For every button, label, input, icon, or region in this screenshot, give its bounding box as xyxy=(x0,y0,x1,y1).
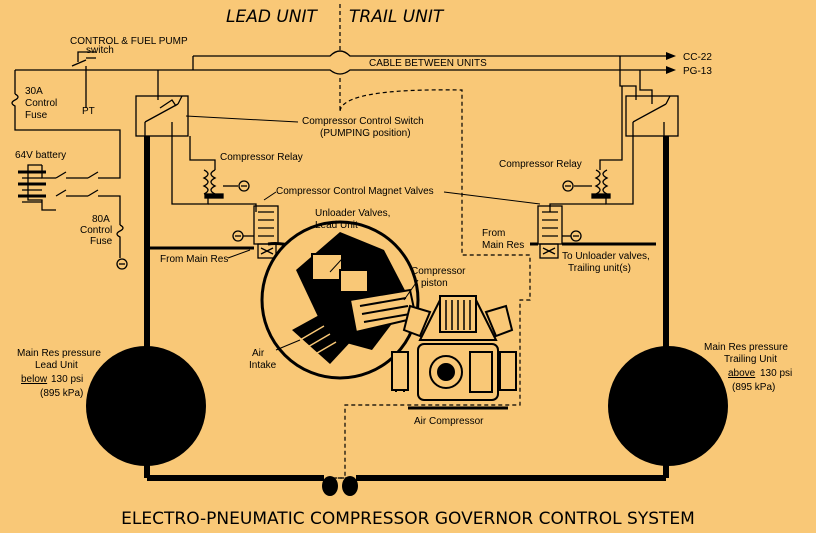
trail-magnet-valve xyxy=(537,203,606,259)
to-unloader-label-2: Trailing unit(s) xyxy=(568,263,631,274)
air-intake-label-2: Intake xyxy=(249,360,277,371)
control-fuel-pump-sublabel: switch xyxy=(86,45,114,56)
trail-unit-heading: TRAIL UNIT xyxy=(349,7,445,27)
piston-label-1: Compressor xyxy=(411,266,466,277)
battery-icon xyxy=(18,140,121,225)
main-res-trail-label-3: above xyxy=(728,368,756,379)
diagram-title: ELECTRO-PNEUMATIC COMPRESSOR GOVERNOR CO… xyxy=(121,509,695,529)
magnet-valves-label: Compressor Control Magnet Valves xyxy=(276,186,434,197)
trail-main-reservoir xyxy=(608,346,728,466)
from-main-res-trail-label-1: From xyxy=(482,228,505,239)
main-res-lead-label-1: Main Res pressure xyxy=(17,348,101,359)
relay-trail-ground xyxy=(562,180,574,192)
fuse30-label-3: Fuse xyxy=(25,110,48,121)
main-res-lead-label-4: 130 psi xyxy=(51,374,83,385)
main-res-lead-label-5: (895 kPa) xyxy=(40,388,83,399)
main-res-lead-label-2: Lead Unit xyxy=(35,360,78,371)
to-unloader-label-1: To Unloader valves, xyxy=(562,251,650,262)
train-lines xyxy=(15,50,676,75)
fuse-80a xyxy=(116,224,124,258)
unloader-label-2: Lead Unit xyxy=(315,220,358,231)
cable-label: CABLE BETWEEN UNITS xyxy=(369,58,487,69)
air-intake-label-1: Air xyxy=(252,348,265,359)
main-res-lead-label-3: below xyxy=(21,374,48,385)
pt-label: PT xyxy=(82,106,95,117)
ccs-label: Compressor Control Switch xyxy=(302,116,424,127)
pg13-label: PG-13 xyxy=(683,66,712,77)
ground-80a xyxy=(116,258,128,270)
relay-lead-ground xyxy=(238,180,250,192)
air-compressor-label: Air Compressor xyxy=(414,416,484,427)
lead-main-reservoir xyxy=(86,346,206,466)
main-res-trail-label-1: Main Res pressure xyxy=(704,342,788,353)
lead-compressor-control-switch xyxy=(135,70,189,137)
fuse80-label-1: 80A xyxy=(92,214,110,225)
fuse80-label-2: Control xyxy=(80,225,112,236)
relay-lead-label: Compressor Relay xyxy=(220,152,303,163)
main-res-trail-label-4: 130 psi xyxy=(760,368,792,379)
ccs-sublabel: (PUMPING position) xyxy=(320,128,411,139)
bottom-main-res-pipe xyxy=(147,475,666,496)
from-main-res-trail-label-2: Main Res xyxy=(482,240,524,251)
trail-compressor-control-switch xyxy=(619,56,679,137)
fuse30-label-2: Control xyxy=(25,98,57,109)
cc22-label: CC-22 xyxy=(683,52,712,63)
lead-unit-heading: LEAD UNIT xyxy=(226,7,319,27)
control-fuel-pump-label: CONTROL & FUEL PUMP xyxy=(70,36,188,47)
control-fuel-pump-switch xyxy=(14,51,96,108)
fuse80-label-3: Fuse xyxy=(90,236,113,247)
main-res-trail-label-5: (895 kPa) xyxy=(732,382,775,393)
trail-compressor-relay xyxy=(574,86,634,205)
from-main-res-lead-label: From Main Res xyxy=(160,254,228,265)
fuse30-label-1: 30A xyxy=(25,86,43,97)
unit-boundary-dashed xyxy=(330,4,531,479)
main-res-trail-label-2: Trailing Unit xyxy=(724,354,777,365)
air-compressor-illustration xyxy=(391,295,517,410)
ccs-leader xyxy=(185,115,299,123)
lead-magnet-valve xyxy=(208,203,279,259)
compressor-cutaway xyxy=(260,220,420,380)
unloader-label-1: Unloader Valves, xyxy=(315,208,390,219)
relay-trail-label: Compressor Relay xyxy=(499,159,582,170)
battery-label: 64V battery xyxy=(15,150,66,161)
lead-compressor-relay xyxy=(171,136,238,205)
fuse-30a xyxy=(11,93,121,140)
piston-label-2: piston xyxy=(421,278,448,289)
